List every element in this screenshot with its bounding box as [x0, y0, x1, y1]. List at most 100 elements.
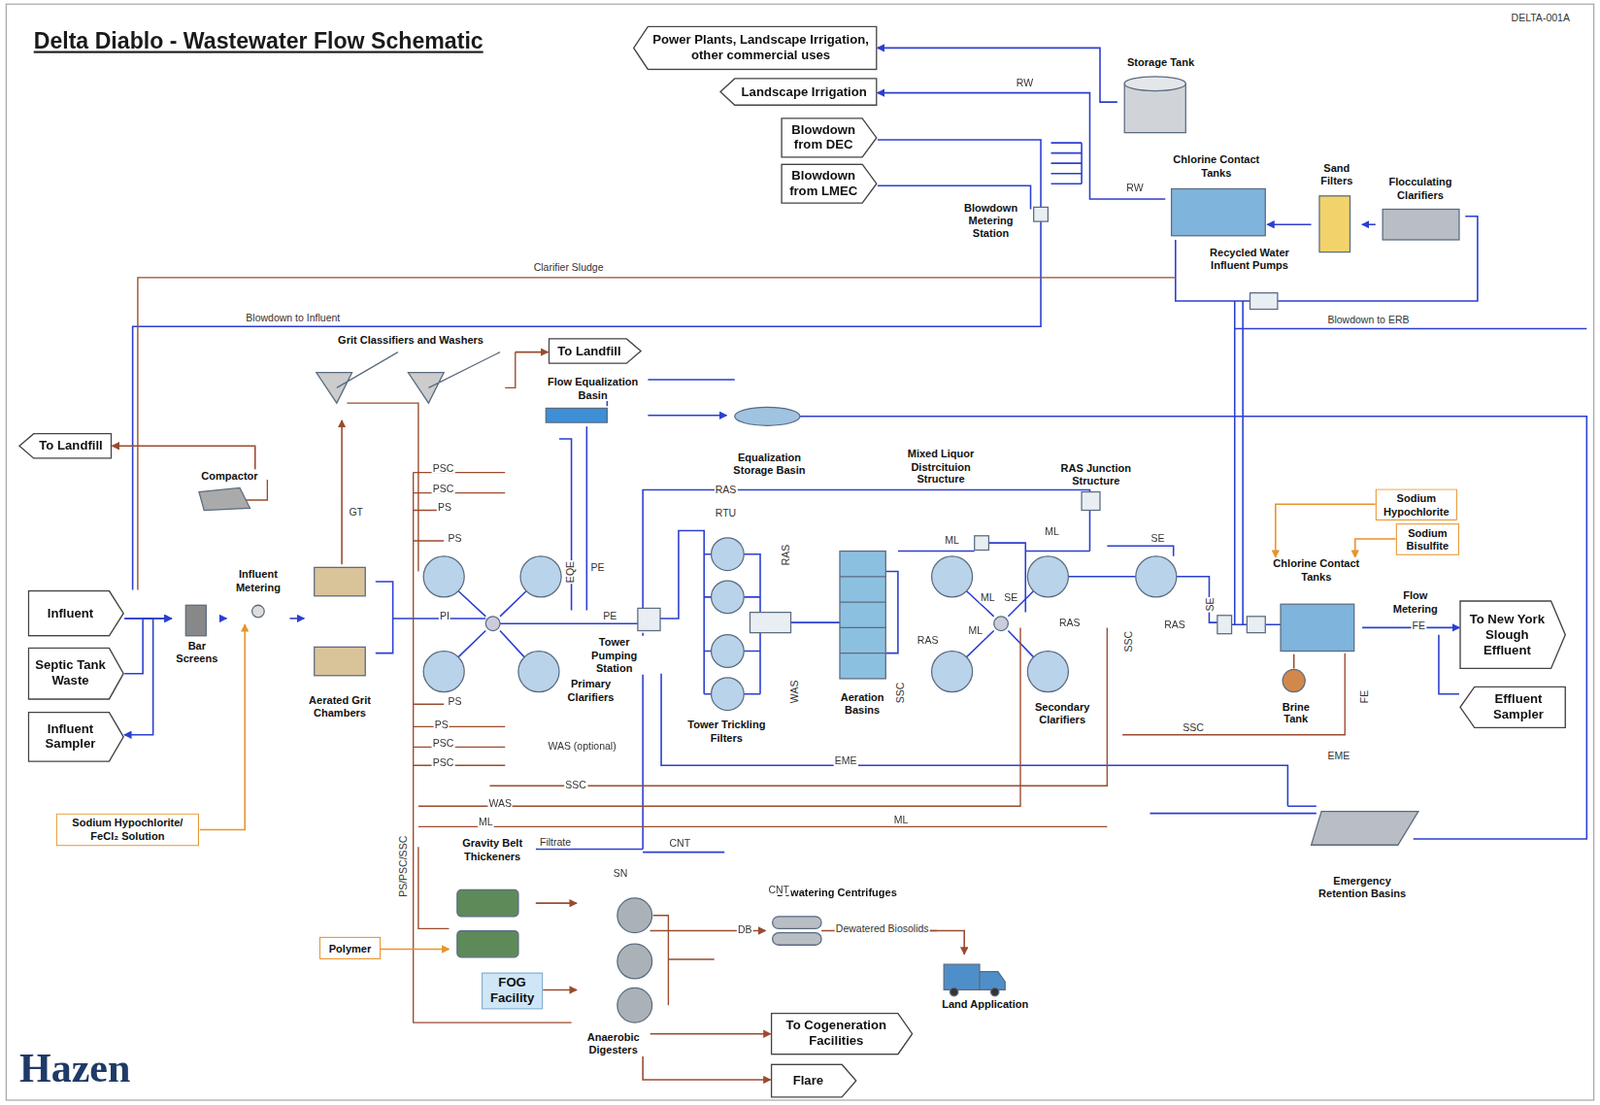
- stream-label: ML: [943, 534, 961, 547]
- chemical-box: Sodium Hypochlorite: [1375, 488, 1458, 521]
- stream-label: Blowdown to ERB: [1326, 314, 1410, 327]
- flow-arrow-box: Septic Tank Waste: [27, 646, 125, 700]
- stream-label: EME: [833, 755, 859, 767]
- flow-arrow-box: To Cogeneration Facilities: [770, 1012, 914, 1056]
- node-text: Gravity Belt Thickeners: [448, 836, 535, 863]
- equipment-label: Aeration Basins: [832, 547, 894, 716]
- stream-label: SSC: [1122, 630, 1134, 654]
- stream-label: RAS: [780, 543, 793, 567]
- node-text: Chlorine Contact Tanks: [1165, 153, 1267, 179]
- equipment-label: Primary Clarifiers: [559, 675, 623, 707]
- stream-label: WAS: [487, 798, 513, 810]
- equipment-label: Tower Pumping Station: [583, 634, 645, 676]
- equipment-label: Land Application: [936, 954, 1034, 1012]
- stream-label: EQE: [564, 560, 576, 584]
- flow-connector: [898, 931, 965, 955]
- node-text: Tower Trickling Filters: [675, 718, 778, 744]
- node-text: Aerated Grit Chambers: [303, 693, 376, 719]
- stream-label: RAS: [916, 634, 940, 647]
- flow-connector: [1362, 223, 1376, 226]
- stream-label: ML: [893, 814, 910, 827]
- equipment-label: Chlorine Contact Tanks: [1165, 153, 1267, 240]
- node-text: Flow Metering: [1389, 589, 1441, 615]
- stream-label: PS: [433, 719, 450, 732]
- stream-label: PE: [601, 610, 618, 623]
- stream-label: RW: [1015, 77, 1034, 90]
- node-text: Flare: [793, 1072, 824, 1089]
- stream-label: RAS: [1163, 619, 1187, 632]
- chemical-box: Sodium Hypochlorite/ FeCl₂ Solution: [56, 813, 200, 847]
- stream-label: RW: [1125, 181, 1144, 194]
- node-text: Anaerobic Digesters: [576, 1030, 651, 1056]
- node-text: To Landfill: [557, 343, 621, 360]
- flow-arrow-box: To Landfill: [547, 337, 642, 365]
- flow-connector: [647, 414, 727, 417]
- node-text: Compactor: [200, 468, 259, 482]
- drawing-number: DELTA-001A: [1510, 12, 1571, 25]
- equipment-label: Storage Tank: [1117, 56, 1204, 138]
- equipment-label: Emergency Retention Basins: [1311, 807, 1414, 900]
- arrow-outline-shape: [771, 1013, 913, 1055]
- node-text: Sand Filters: [1311, 161, 1364, 187]
- arrow-outline-shape: [19, 433, 112, 459]
- flow-connector: [222, 617, 227, 620]
- stream-label: SE: [1002, 592, 1019, 604]
- stream-label: ML: [979, 592, 997, 604]
- equipment-label: Chlorine Contact Tanks: [1270, 557, 1364, 655]
- stream-label: FE: [1359, 689, 1371, 705]
- node-text: To New York Slough Effluent: [1465, 611, 1549, 658]
- arrow-outline-shape: [28, 712, 124, 762]
- stream-label: PSC: [432, 462, 456, 474]
- flow-arrow-box: Influent Sampler: [27, 711, 125, 764]
- arrow-outline-shape: [781, 118, 877, 158]
- arrow-outline-shape: [28, 591, 124, 636]
- node-text: Secondary Clarifiers: [1022, 700, 1102, 726]
- equipment-label: Anaerobic Digesters: [576, 893, 651, 1057]
- stream-label: PE: [589, 561, 605, 573]
- stream-label: RAS: [714, 483, 738, 496]
- node-text: Blowdown from LMEC: [786, 167, 861, 200]
- stream-label: RTU: [714, 506, 738, 519]
- stream-label: SE: [1203, 596, 1216, 612]
- node-text: Blowdown from DEC: [786, 122, 861, 154]
- equipment-label: Aerated Grit Chambers: [303, 564, 376, 720]
- stream-label: SSC: [564, 779, 588, 792]
- equipment-label: RAS Junction Structure: [1048, 460, 1143, 489]
- node-text: Grit Classifiers and Washers: [336, 333, 485, 347]
- node-text: Polymer: [329, 941, 372, 955]
- node-text: FOG Facility: [484, 975, 540, 1007]
- flow-connector: [124, 618, 153, 735]
- stream-label: WAS (optional): [546, 740, 617, 753]
- arrow-outline-shape: [1460, 600, 1566, 668]
- flow-arrow-box: Blowdown from LMEC: [780, 163, 878, 204]
- node-text: Aeration Basins: [832, 690, 894, 716]
- flow-arrow-box: Blowdown from DEC: [780, 117, 878, 159]
- node-text: Landscape Irrigation: [741, 84, 867, 100]
- equipment-label: Compactor: [194, 468, 267, 515]
- node-text: Effluent Sampler: [1476, 692, 1561, 724]
- stream-label: PI: [438, 610, 451, 623]
- equipment-label: FOG Facility: [481, 972, 543, 1010]
- stream-label: RAS: [1058, 617, 1082, 630]
- equipment-label: Secondary Clarifiers: [1022, 699, 1102, 728]
- node-text: Mixed Liquor Distrcituion Structure: [896, 446, 986, 486]
- arrow-outline-shape: [720, 78, 877, 105]
- flow-connector: [112, 445, 256, 469]
- node-text: Tower Pumping Station: [583, 635, 645, 675]
- flow-connector: [542, 989, 577, 992]
- node-text: Flocculating Clarifiers: [1375, 175, 1466, 201]
- node-text: Sodium Hypochlorite/ FeCl₂ Solution: [61, 816, 195, 842]
- equipment-label: Tower Trickling Filters: [675, 717, 778, 746]
- equipment-label: Blowdown Metering Station: [954, 200, 1029, 241]
- node-text: To Landfill: [38, 437, 102, 454]
- stream-label: FE: [1411, 620, 1428, 633]
- stream-label: PS: [446, 696, 463, 708]
- stream-label: Clarifier Sludge: [533, 261, 605, 273]
- stream-label: PS: [436, 500, 453, 513]
- equipment-label: Flocculating Clarifiers: [1375, 175, 1466, 248]
- flow-connector: [877, 93, 1166, 200]
- equipment-label: Flow Equalization Basin: [537, 375, 649, 428]
- node-text: Brine Tank: [1273, 700, 1319, 726]
- stream-label: PS: [446, 533, 463, 545]
